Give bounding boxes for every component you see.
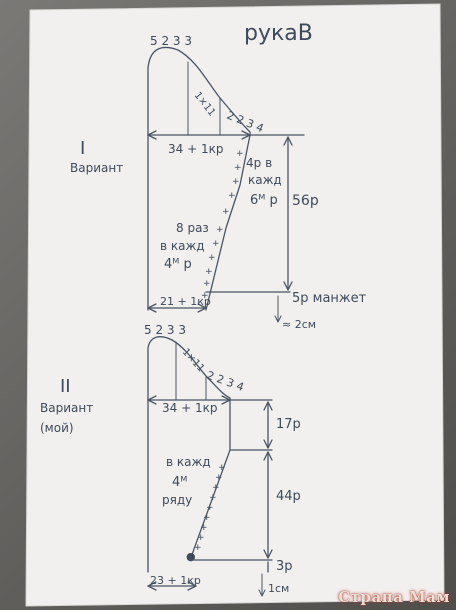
v1-label-word: Вариант xyxy=(70,161,123,175)
v1-cap-counts: 5 2 3 3 xyxy=(150,34,192,48)
page-title: рукаВ xyxy=(244,21,313,46)
svg-text:+: + xyxy=(206,503,214,513)
v2-label-word1: Вариант xyxy=(40,401,93,415)
svg-text:+: + xyxy=(197,533,205,543)
variant-2-diagram: + + + + + + + + + ● xyxy=(147,336,273,597)
v2-h-bot: 3р xyxy=(276,559,293,574)
svg-text:+: + xyxy=(205,267,213,277)
v2-label-num: II xyxy=(60,376,71,397)
svg-text:+: + xyxy=(201,291,209,301)
svg-text:+: + xyxy=(228,191,236,201)
svg-text:+: + xyxy=(222,207,230,217)
svg-text:+: + xyxy=(234,163,242,173)
svg-text:+: + xyxy=(215,473,223,483)
increase-marks-2: + + + + + + + + + ● xyxy=(186,463,226,563)
svg-text:●: ● xyxy=(186,550,196,563)
v1-height: 56р xyxy=(292,193,319,209)
increase-marks-1: + + + + + + + + + + + xyxy=(201,149,244,301)
svg-text:+: + xyxy=(218,463,226,473)
paper-sheet xyxy=(26,4,444,606)
v2-cap-counts: 5 2 3 3 xyxy=(144,323,186,337)
svg-text:+: + xyxy=(216,225,224,235)
svg-text:+: + xyxy=(212,239,220,249)
v1-inc1-line2: кажд xyxy=(248,173,282,187)
v2-width-bottom: 23 + 1кр xyxy=(150,574,201,587)
v2-h-mid: 44р xyxy=(276,489,301,504)
svg-text:+: + xyxy=(209,493,217,503)
v1-cuff-extra: ≈ 2см xyxy=(282,318,316,331)
v1-inc2-line1: 8 раз xyxy=(176,221,209,235)
v1-inc2-line3: 4ᴹ р xyxy=(164,257,192,272)
v1-label-num: I xyxy=(80,138,85,159)
svg-text:+: + xyxy=(200,523,208,533)
v2-bottom-extra: 1см xyxy=(268,582,289,595)
v2-inc-line3: ряду xyxy=(162,493,192,507)
svg-text:+: + xyxy=(203,513,211,523)
variant-1-diagram: + + + + + + + + + + + xyxy=(147,46,305,323)
svg-text:+: + xyxy=(203,279,211,289)
svg-text:+: + xyxy=(212,483,220,493)
v2-h-top: 17р xyxy=(276,417,301,432)
v1-width-top: 34 + 1кр xyxy=(168,142,223,156)
svg-text:+: + xyxy=(232,177,240,187)
watermark-logo: Страна Мам xyxy=(338,588,450,606)
v1-inc1-line3: 6ᴹ р xyxy=(250,193,278,208)
v2-inc-line1: в кажд xyxy=(166,455,211,469)
svg-text:+: + xyxy=(208,253,216,263)
v1-inc2-line2: в кажд xyxy=(160,239,205,253)
v1-width-bottom: 21 + 1кр xyxy=(160,295,211,308)
svg-text:+: + xyxy=(236,149,244,159)
v1-inc1-line1: 4р в xyxy=(246,156,272,170)
v2-width-top: 34 + 1кр xyxy=(162,401,217,415)
svg-text:+: + xyxy=(194,543,202,553)
v1-cuff: 5р манжет xyxy=(292,291,367,306)
v2-label-word2: (мой) xyxy=(40,421,74,435)
v2-inc-line2: 4ᴹ xyxy=(172,475,187,490)
